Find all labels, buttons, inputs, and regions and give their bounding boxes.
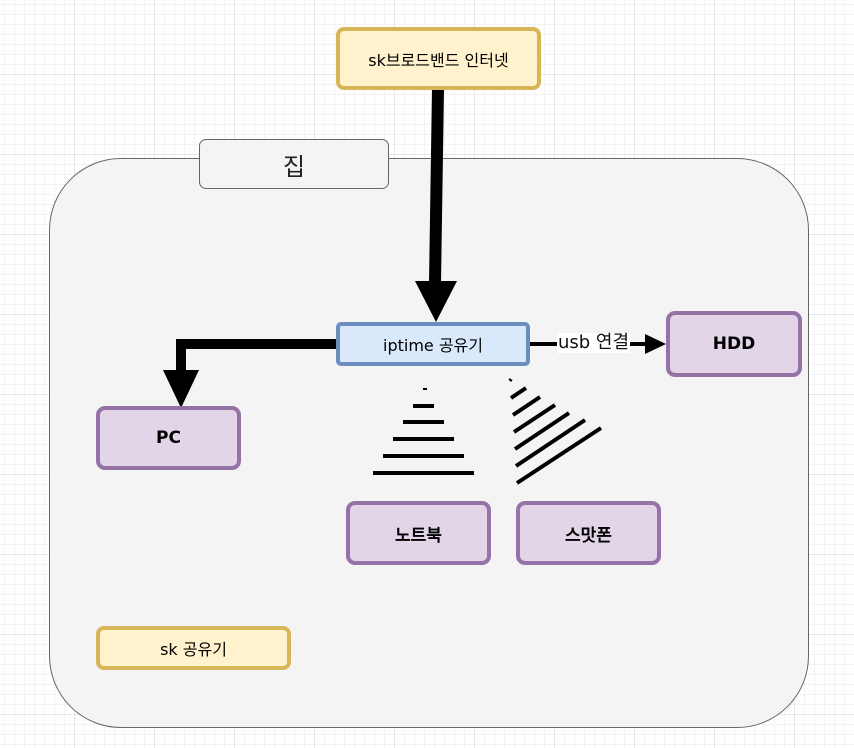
laptop-node[interactable]: 노트북 (346, 501, 491, 565)
wifi-signal-phone-icon (508, 378, 603, 485)
phone-node[interactable]: 스맛폰 (516, 501, 661, 565)
hdd-node[interactable]: HDD (666, 311, 802, 377)
wifi-signal-laptop-icon (373, 388, 474, 475)
internet-node[interactable]: sk브로드밴드 인터넷 (336, 27, 541, 90)
edge-label-usb: usb 연결 (557, 332, 631, 353)
router-node[interactable]: iptime 공유기 (336, 322, 530, 366)
pc-node[interactable]: PC (96, 406, 241, 470)
sk-router-node[interactable]: sk 공유기 (96, 626, 291, 670)
house-label[interactable]: 집 (199, 139, 389, 189)
edge-router-pc[interactable] (163, 339, 338, 408)
edge-internet-router[interactable] (415, 87, 457, 322)
